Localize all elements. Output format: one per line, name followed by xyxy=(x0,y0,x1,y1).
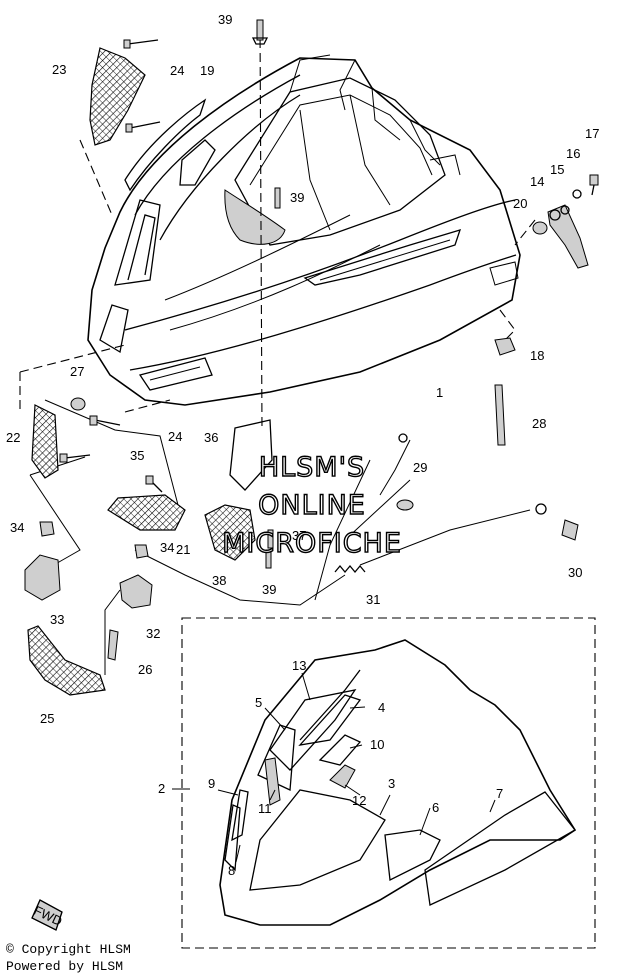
callout-30: 30 xyxy=(568,565,582,580)
mesh-cover-25 xyxy=(27,625,106,696)
watermark-line-2: ONLINE xyxy=(258,490,366,521)
callout-39c: 39 xyxy=(262,582,276,597)
callout-33: 33 xyxy=(50,612,64,627)
hood-assembly xyxy=(87,54,521,406)
watermark-line-3: MICROFICHE xyxy=(222,528,402,559)
callout-27: 27 xyxy=(70,364,84,379)
callout-35: 35 xyxy=(130,448,144,463)
copyright-text: © Copyright HLSM xyxy=(6,942,131,957)
callout-15: 15 xyxy=(550,162,564,177)
callout-18: 18 xyxy=(530,348,544,363)
leader-lines xyxy=(19,24,536,675)
mesh-panel-23 xyxy=(89,47,146,146)
washer-15 xyxy=(560,205,570,215)
callout-34: 34 xyxy=(10,520,24,535)
inset-box xyxy=(181,617,596,949)
callout-28: 28 xyxy=(532,416,546,431)
callout-39b: 39 xyxy=(290,190,304,205)
bracket-32 xyxy=(119,574,153,609)
callout-4: 4 xyxy=(378,700,385,715)
callout-7: 7 xyxy=(496,786,503,801)
duct-36 xyxy=(229,419,273,491)
grommet-20 xyxy=(532,221,548,235)
callout-16: 16 xyxy=(566,146,580,161)
decal-hood-inset xyxy=(219,639,577,926)
clip-27 xyxy=(70,397,86,411)
callout-39: 39 xyxy=(218,12,232,27)
callout-13: 13 xyxy=(292,658,306,673)
mesh-panel-22 xyxy=(31,404,59,479)
rivet-39-mid xyxy=(274,187,281,209)
nut-34-right xyxy=(134,544,149,559)
callout-labels: 39 23 24 19 17 16 15 14 39 20 18 27 1 28… xyxy=(6,12,599,878)
fwd-badge: FWD xyxy=(31,899,65,931)
callout-21: 21 xyxy=(176,542,190,557)
callout-22: 22 xyxy=(6,430,20,445)
callout-9: 9 xyxy=(208,776,215,791)
mesh-bracket-21 xyxy=(107,494,186,531)
callout-24: 24 xyxy=(170,63,184,78)
callout-10: 10 xyxy=(370,737,384,752)
duct-38 xyxy=(204,504,256,561)
callout-11: 11 xyxy=(258,801,272,816)
rivet-39-lower xyxy=(265,549,272,569)
callout-3: 3 xyxy=(388,776,395,791)
callout-14: 14 xyxy=(530,174,544,189)
watermark-line-1: HLSM'S xyxy=(259,452,365,483)
powered-by-text: Powered by HLSM xyxy=(6,959,124,974)
callout-17: 17 xyxy=(585,126,599,141)
callout-37: 37 xyxy=(292,528,306,543)
callout-1: 1 xyxy=(436,385,443,400)
watermark: HLSM'S ONLINE MICROFICHE xyxy=(221,451,402,559)
callout-20: 20 xyxy=(513,196,527,211)
clip-18 xyxy=(494,337,516,356)
latch-14 xyxy=(547,204,589,269)
callout-34b: 34 xyxy=(160,540,174,555)
screw-24-lower xyxy=(89,415,121,426)
cable-29 xyxy=(379,439,411,496)
rivet-37 xyxy=(267,529,274,549)
callout-5: 5 xyxy=(255,695,262,710)
callout-2: 2 xyxy=(158,781,165,796)
callout-6: 6 xyxy=(432,800,439,815)
callout-19: 19 xyxy=(200,63,214,78)
callout-36: 36 xyxy=(204,430,218,445)
bracket-33 xyxy=(24,554,61,601)
washer-16 xyxy=(572,189,582,199)
callout-25: 25 xyxy=(40,711,54,726)
tie-28 xyxy=(494,384,506,446)
callout-23: 23 xyxy=(52,62,66,77)
fastener-30 xyxy=(535,503,579,541)
rivet-39-top xyxy=(251,19,269,45)
fastener-26 xyxy=(107,629,119,661)
callout-26: 26 xyxy=(138,662,152,677)
callout-32: 32 xyxy=(146,626,160,641)
screws-24-top xyxy=(123,39,161,133)
screws-35 xyxy=(59,453,163,493)
nut-34-left xyxy=(39,521,55,537)
callout-38: 38 xyxy=(212,573,226,588)
callout-24b: 24 xyxy=(168,429,182,444)
callout-29: 29 xyxy=(413,460,427,475)
callout-31: 31 xyxy=(366,592,380,607)
strip-19 xyxy=(124,98,207,192)
screw-17 xyxy=(589,174,599,196)
spring-31 xyxy=(334,564,366,574)
callout-12: 12 xyxy=(352,793,366,808)
inset-leaders xyxy=(172,672,496,863)
callout-8: 8 xyxy=(228,863,235,878)
